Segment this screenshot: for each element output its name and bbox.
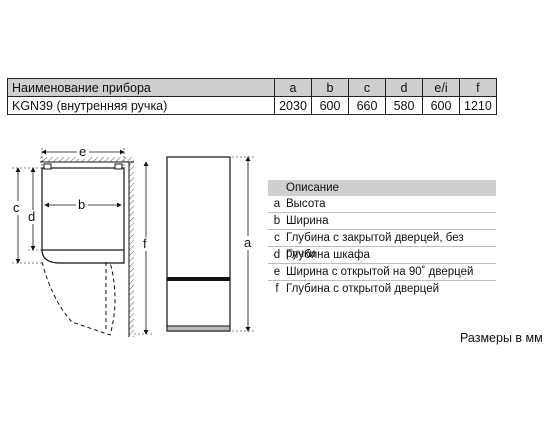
legend-item: a Высота bbox=[268, 196, 496, 213]
wall-hatch-right bbox=[129, 162, 134, 337]
label-b: b bbox=[78, 197, 85, 212]
units-note: Размеры в мм bbox=[460, 331, 543, 345]
header-a: a bbox=[274, 78, 312, 97]
compartment-divider bbox=[167, 277, 230, 281]
label-f: f bbox=[143, 236, 147, 251]
legend-title: Описание bbox=[268, 180, 496, 196]
legend-text: Глубина с открытой дверцей bbox=[286, 283, 440, 295]
front-view: a bbox=[166, 156, 255, 332]
legend-key: b bbox=[273, 215, 281, 227]
header-c: c bbox=[348, 78, 386, 97]
legend-item: f Глубина с открытой дверцей bbox=[268, 281, 496, 297]
door-closed bbox=[41, 249, 125, 264]
label-e: e bbox=[79, 144, 86, 159]
legend-item: d Глубина шкафа bbox=[268, 247, 496, 264]
legend-item: e Ширина с открытой на 90˚ дверцей bbox=[268, 264, 496, 281]
cell-ei: 600 bbox=[422, 96, 460, 115]
legend-key: d bbox=[273, 249, 281, 261]
legend-key: c bbox=[274, 232, 280, 244]
header-f: f bbox=[459, 78, 497, 97]
legend-key: e bbox=[273, 266, 281, 278]
label-a: a bbox=[244, 235, 252, 250]
legend-key: f bbox=[275, 283, 279, 295]
legend: Описание a Высота b Ширина c Глубина с з… bbox=[268, 180, 496, 297]
dimensions-table: Наименование прибора a b c d e/i f KGN39… bbox=[7, 78, 497, 115]
legend-text: Ширина с открытой на 90˚ дверцей bbox=[286, 266, 474, 278]
legend-text: Глубина с закрытой дверцей, без ручки bbox=[286, 232, 464, 260]
cabinet-top-outline bbox=[41, 167, 125, 251]
header-d: d bbox=[385, 78, 423, 97]
header-model: Наименование прибора bbox=[7, 78, 275, 97]
cell-model: KGN39 (внутренняя ручка) bbox=[7, 96, 275, 115]
label-c: c bbox=[13, 200, 20, 215]
label-d: d bbox=[28, 209, 35, 224]
table-row: KGN39 (внутренняя ручка) 2030 600 660 58… bbox=[7, 96, 497, 115]
legend-key: a bbox=[273, 198, 281, 210]
door-open-path bbox=[41, 261, 116, 336]
cell-f: 1210 bbox=[459, 96, 497, 115]
table-header-row: Наименование прибора a b c d e/i f bbox=[7, 78, 497, 97]
top-view: e b c d f bbox=[11, 144, 153, 337]
cell-a: 2030 bbox=[274, 96, 312, 115]
fridge-plinth bbox=[166, 325, 231, 332]
legend-item: b Ширина bbox=[268, 213, 496, 230]
legend-text: Высота bbox=[286, 198, 326, 210]
wall-hatch-top bbox=[40, 157, 134, 162]
fridge-front-outline bbox=[166, 156, 231, 332]
cell-d: 580 bbox=[385, 96, 423, 115]
legend-text: Ширина bbox=[286, 215, 329, 227]
legend-item: c Глубина с закрытой дверцей, без ручки bbox=[268, 230, 496, 260]
legend-text: Глубина шкафа bbox=[286, 249, 370, 261]
